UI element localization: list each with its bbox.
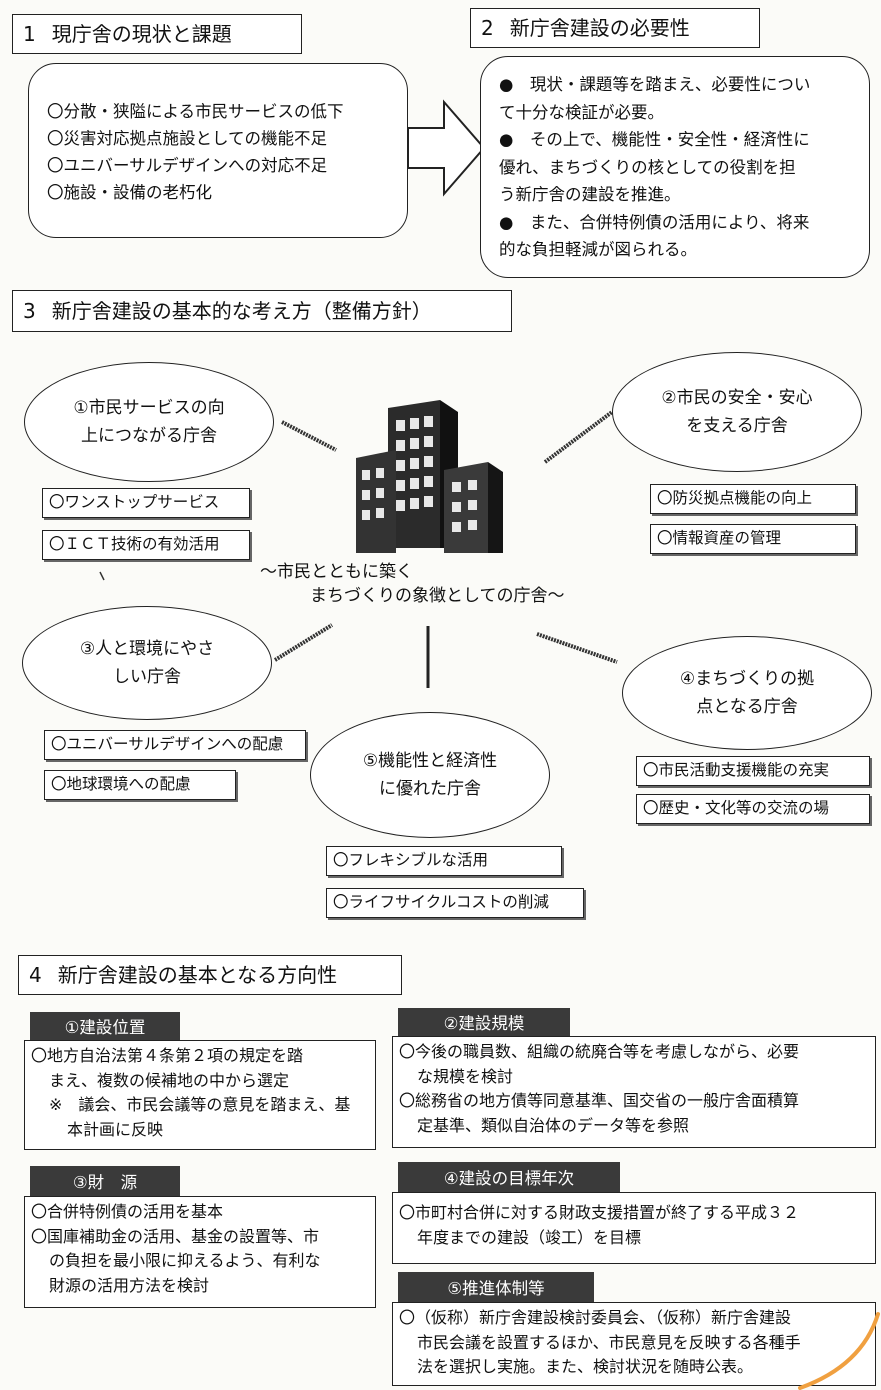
direction-line: 本計画に反映 <box>67 1119 164 1139</box>
slogan-line: まちづくりの象徴としての庁舎～ <box>310 586 565 606</box>
policy-label-line: ①市民サービスの向 <box>73 398 225 418</box>
necessity-bullet: ● その上で、機能性・安全性・経済性に 優れ、まちづくりの核としての役割を担 う… <box>499 126 869 209</box>
policy-oval-2: ②市民の安全・安心 を支える庁舎 <box>612 352 862 472</box>
section1-heading: 1 現庁舎の現状と課題 <box>12 14 302 54</box>
direction-box: 〇（仮称）新庁舎建設検討委員会、（仮称）新庁舎建設 市民会議を設置するほか、市民… <box>392 1302 876 1386</box>
direction-label: ③財 源 <box>30 1166 180 1196</box>
policy-label-line: ⑤機能性と経済性 <box>362 751 498 771</box>
policy-label-line: 点となる庁舎 <box>696 697 798 717</box>
direction-line: 〇地方自治法第４条第２項の規定を踏 <box>31 1046 304 1065</box>
issue-item: 〇災害対応拠点施設としての機能不足 <box>47 129 328 148</box>
section4-heading: 4 新庁舎建設の基本となる方向性 <box>18 955 402 995</box>
building-icon <box>356 400 503 553</box>
direction-line: 財源の活用方法を検討 <box>49 1275 210 1295</box>
policy-item: 〇ライフサイクルコストの削減 <box>326 888 584 918</box>
direction-box: 〇今後の職員数、組織の統廃合等を考慮しながら、必要 な規模を検討 〇総務省の地方… <box>392 1036 876 1148</box>
section2-title: 新庁舎建設の必要性 <box>509 16 690 40</box>
policy-item: 〇ＩＣＴ技術の有効活用 <box>42 530 250 560</box>
necessity-bullet: ● 現状・課題等を踏まえ、必要性につい て十分な検証が必要。 <box>499 71 869 126</box>
direction-label: ⑤推進体制等 <box>398 1272 594 1302</box>
direction-line: 〇市町村合併に対する財政支援措置が終了する平成３２ <box>399 1203 800 1222</box>
policy-label-line: ②市民の安全・安心 <box>661 388 813 408</box>
policy-label-line: に優れた庁舎 <box>379 779 481 799</box>
section2-box: ● 現状・課題等を踏まえ、必要性につい て十分な検証が必要。 ● その上で、機能… <box>480 56 870 278</box>
bullet-line: ● その上で、機能性・安全性・経済性に <box>499 130 810 149</box>
section4-title: 新庁舎建設の基本となる方向性 <box>57 963 338 987</box>
issue-item: 〇分散・狭隘による市民サービスの低下 <box>47 102 344 121</box>
policy-label-line: しい庁舎 <box>113 667 181 687</box>
policy-item: 〇情報資産の管理 <box>650 524 856 554</box>
section4-number: 4 <box>29 963 42 987</box>
policy-item: 〇歴史・文化等の交流の場 <box>636 794 870 824</box>
direction-label: ①建設位置 <box>30 1012 180 1040</box>
bullet-line: ● また、合併特例債の活用により、将来 <box>499 212 810 232</box>
policy-item: 〇防災拠点機能の向上 <box>650 484 856 514</box>
policy-oval-3: ③人と環境にやさ しい庁舎 <box>22 606 272 720</box>
direction-line: 〇国庫補助金の活用、基金の設置等、市 <box>31 1226 320 1246</box>
section3-number: 3 <box>23 299 36 323</box>
issue-item: 〇ユニバーサルデザインへの対応不足 <box>47 156 328 175</box>
section3-heading: 3 新庁舎建設の基本的な考え方（整備方針） <box>12 290 512 332</box>
policy-item: 〇ユニバーサルデザインへの配慮 <box>44 730 306 760</box>
section3-title: 新庁舎建設の基本的な考え方（整備方針） <box>51 299 432 323</box>
policy-item: 〇フレキシブルな活用 <box>326 846 562 876</box>
direction-line: な規模を検討 <box>417 1066 514 1086</box>
direction-line: ※ 議会、市民会議等の意見を踏まえ、基 <box>49 1095 351 1114</box>
section1-number: 1 <box>23 22 36 46</box>
bullet-line: 的な負担軽減が図られる。 <box>499 240 697 259</box>
connector-lines <box>99 410 618 688</box>
direction-line: 法を選択し実施。また、検討状況を随時公表。 <box>417 1357 754 1376</box>
direction-line: の負担を最小限に抑えるよう、有利な <box>49 1251 321 1270</box>
direction-box: 〇地方自治法第４条第２項の規定を踏 まえ、複数の候補地の中から選定 ※ 議会、市… <box>24 1040 376 1150</box>
slogan: ～市民とともに築く まちづくりの象徴としての庁舎～ <box>240 560 640 608</box>
policy-label-line: ④まちづくりの拠 <box>679 669 815 689</box>
policy-label-line: 上につながる庁舎 <box>81 426 217 446</box>
bullet-line: て十分な検証が必要。 <box>499 102 664 122</box>
policy-label-line: ③人と環境にやさ <box>79 639 215 659</box>
section2-number: 2 <box>481 16 494 40</box>
direction-line: 定基準、類似自治体のデータ等を参照 <box>417 1115 690 1135</box>
policy-item: 〇市民活動支援機能の充実 <box>636 756 870 786</box>
bullet-line: う新庁舎の建設を推進。 <box>499 185 681 204</box>
direction-line: 〇今後の職員数、組織の統廃合等を考慮しながら、必要 <box>399 1042 800 1061</box>
direction-line: 〇総務省の地方債等同意基準、国交省の一般庁舎面積算 <box>399 1091 800 1110</box>
policy-item: 〇ワンストップサービス <box>42 488 250 518</box>
pen-mark <box>798 1312 880 1390</box>
necessity-bullet: ● また、合併特例債の活用により、将来 的な負担軽減が図られる。 <box>499 209 869 264</box>
bullet-line: ● 現状・課題等を踏まえ、必要性につい <box>499 75 811 94</box>
section1-title: 現庁舎の現状と課題 <box>51 22 232 46</box>
direction-line: まえ、複数の候補地の中から選定 <box>49 1070 290 1090</box>
policy-oval-1: ①市民サービスの向 上につながる庁舎 <box>24 362 274 482</box>
direction-box: 〇合併特例債の活用を基本 〇国庫補助金の活用、基金の設置等、市 の負担を最小限に… <box>24 1196 376 1308</box>
policy-item: 〇地球環境への配慮 <box>44 770 236 800</box>
direction-label: ②建設規模 <box>398 1008 570 1036</box>
section2-heading: 2 新庁舎建設の必要性 <box>470 8 760 48</box>
right-arrow-icon <box>407 99 486 197</box>
direction-line: 〇合併特例債の活用を基本 <box>31 1202 224 1221</box>
bullet-line: 優れ、まちづくりの核としての役割を担 <box>499 157 796 177</box>
issue-item: 〇施設・設備の老朽化 <box>47 183 212 202</box>
policy-oval-5: ⑤機能性と経済性 に優れた庁舎 <box>310 712 550 838</box>
direction-line: 市民会議を設置するほか、市民意見を反映する各種手 <box>417 1332 801 1352</box>
slogan-line: ～市民とともに築く <box>260 562 413 582</box>
policy-label-line: を支える庁舎 <box>686 416 788 436</box>
direction-box: 〇市町村合併に対する財政支援措置が終了する平成３２ 年度までの建設（竣工）を目標 <box>392 1192 876 1264</box>
direction-line: 年度までの建設（竣工）を目標 <box>417 1227 642 1247</box>
direction-label: ④建設の目標年次 <box>398 1162 620 1192</box>
direction-line: 〇（仮称）新庁舎建設検討委員会、（仮称）新庁舎建設 <box>399 1308 792 1327</box>
policy-oval-4: ④まちづくりの拠 点となる庁舎 <box>622 636 872 750</box>
